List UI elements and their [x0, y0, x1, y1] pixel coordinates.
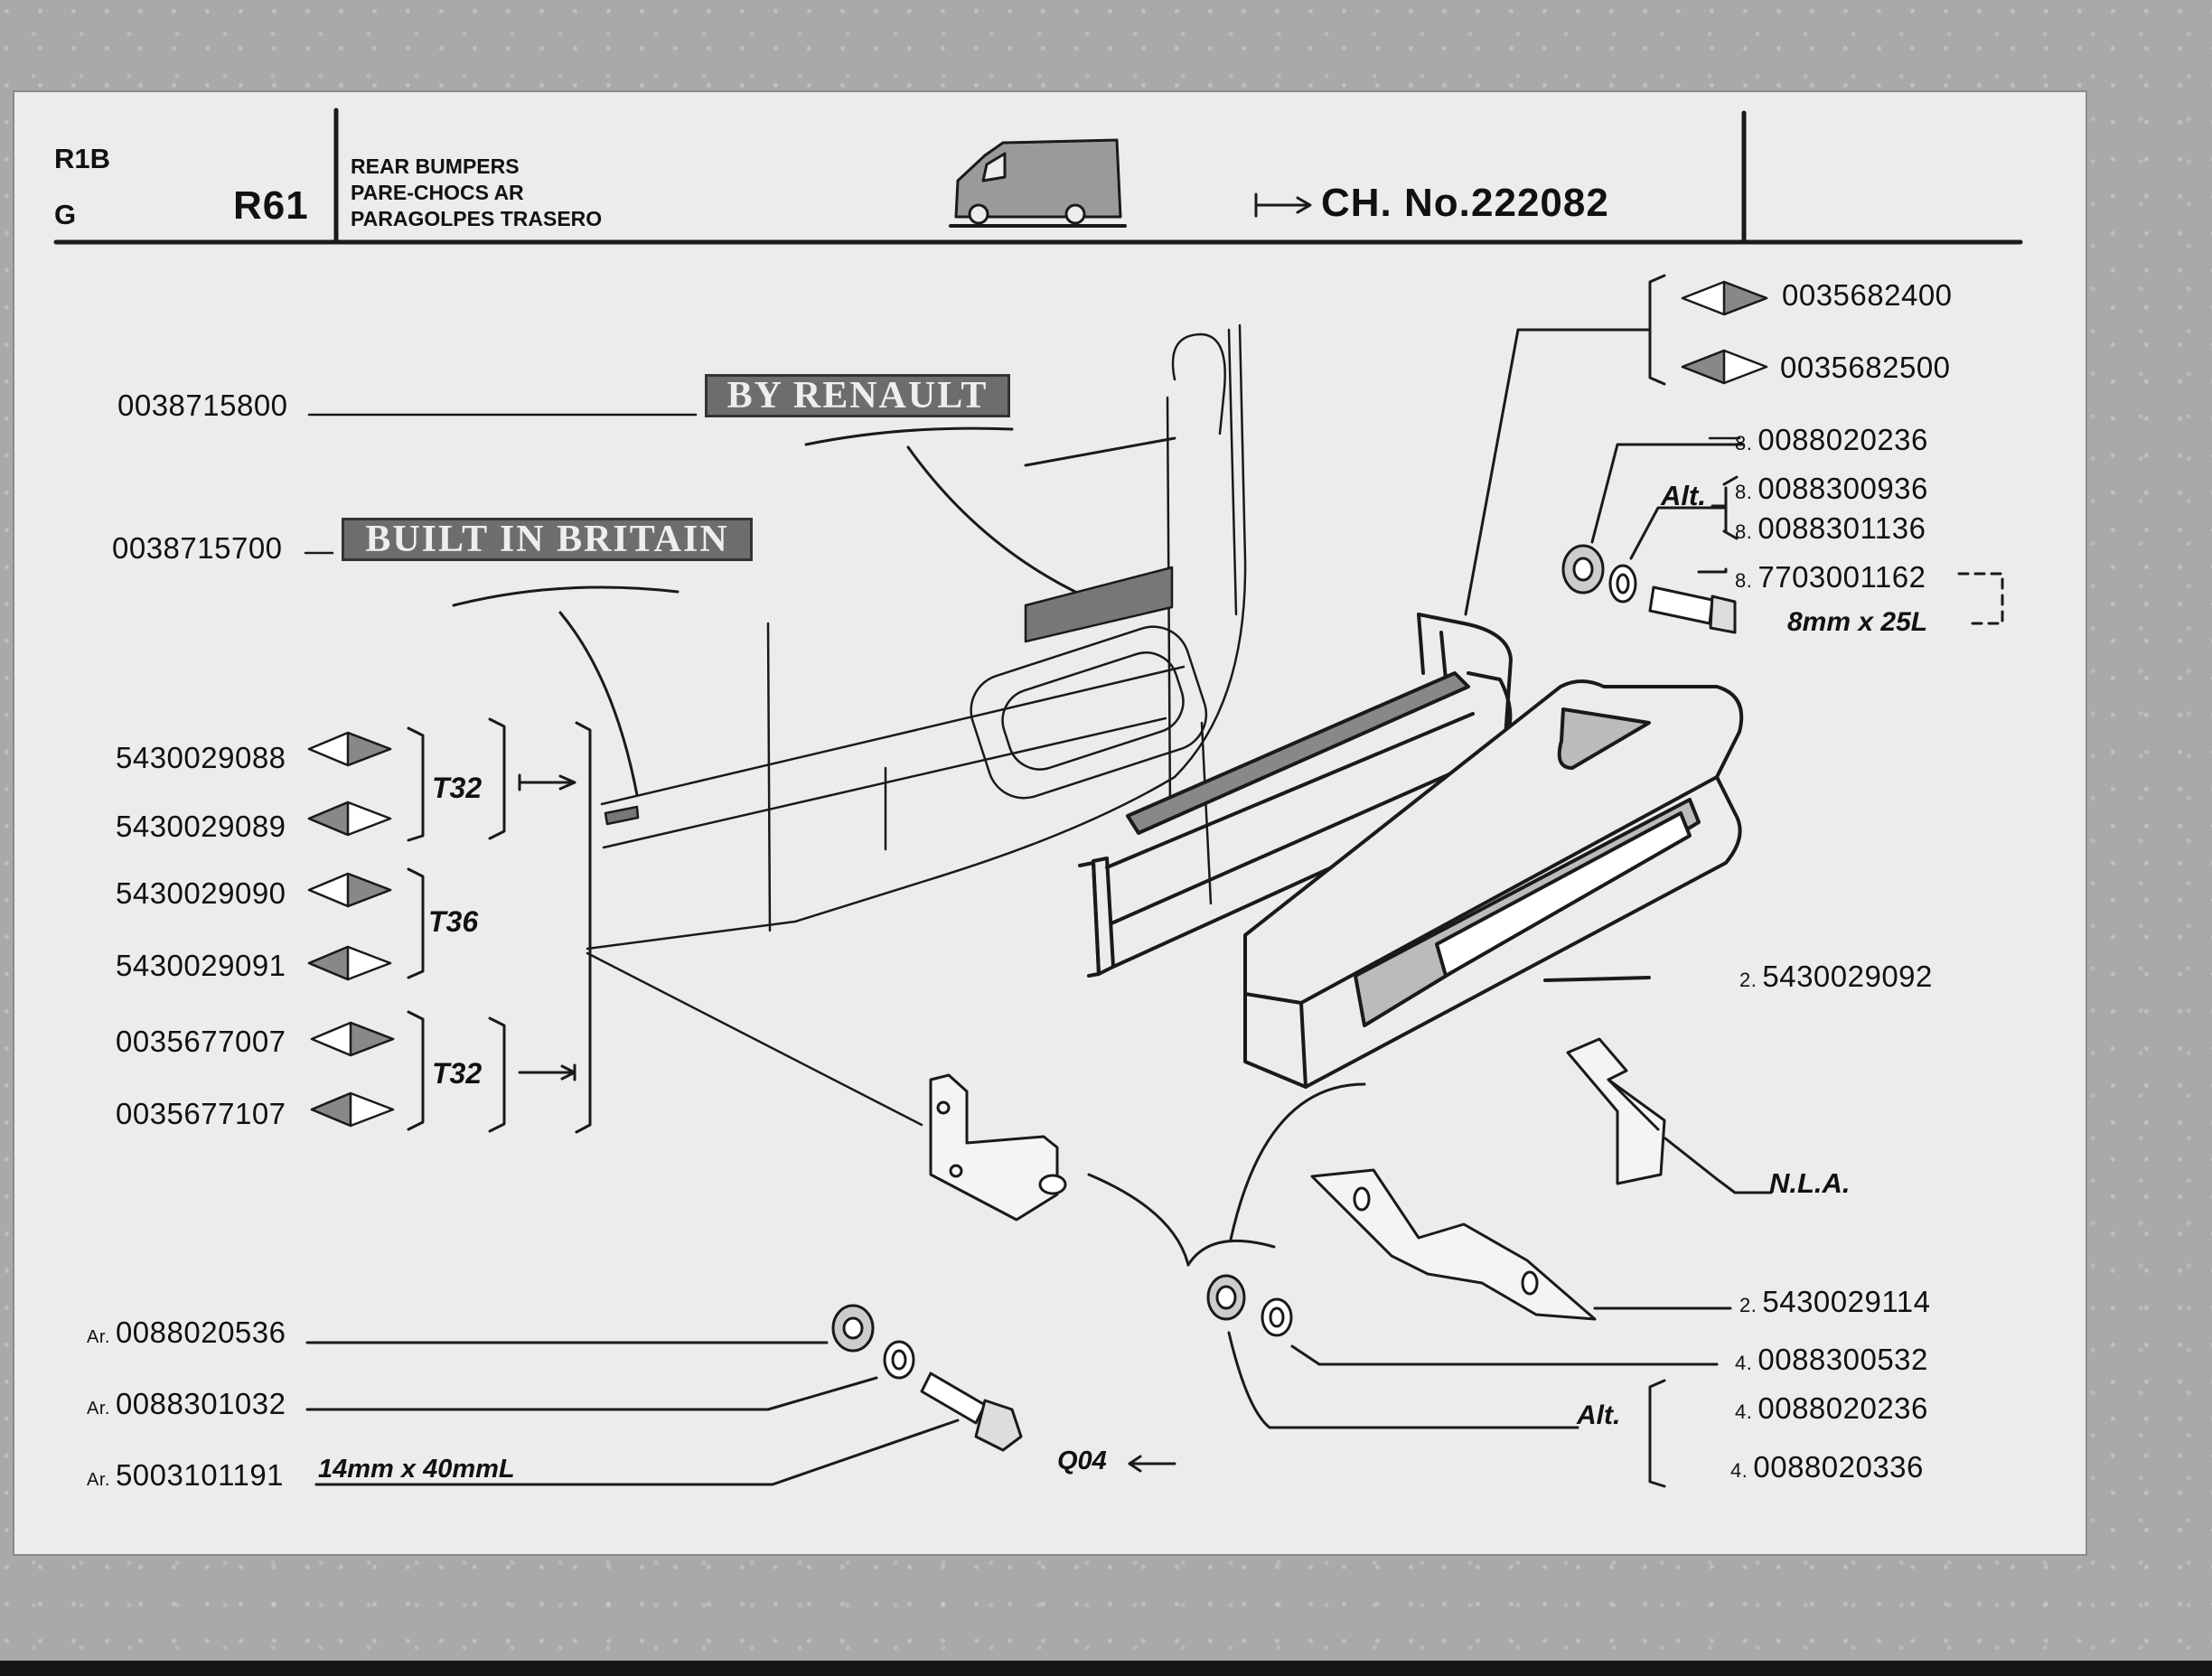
- right-alt-label: Alt.: [1577, 1400, 1621, 1430]
- lower-brackets: [1310, 1037, 1773, 1321]
- bottom-nut-row: Ar.0088020536: [87, 1316, 286, 1349]
- light-part-4: 5430029091: [116, 949, 286, 982]
- top-fasteners: [1561, 544, 1737, 634]
- version-code: G: [54, 199, 77, 230]
- bottom-bolt-size: 14mm x 40mmL: [318, 1455, 515, 1484]
- britain-badge-part: 0038715700: [112, 531, 283, 565]
- bumper-row: 2.5430029092: [1739, 960, 1933, 993]
- renault-badge-part: 0038715800: [117, 389, 288, 422]
- section-code: R61: [233, 183, 309, 228]
- leader-lines: [304, 413, 923, 1127]
- nut2-row: 4.0088020336: [1730, 1450, 1924, 1484]
- renault-badge: BY RENAULT: [705, 374, 1010, 417]
- top-washer2-row: 8.0088301136: [1735, 511, 1926, 545]
- group-t36-label: T36: [428, 905, 479, 938]
- top-bolt-row: 8.7703001162: [1735, 560, 1926, 594]
- bottom-left-fasteners: [305, 1304, 1176, 1486]
- bottom-bolt-row: Ar.5003101191: [87, 1458, 285, 1492]
- washer-row: 4.0088300532: [1735, 1343, 1928, 1376]
- title-en: REAR BUMPERS: [351, 154, 520, 178]
- group-t32b-label: T32: [432, 1057, 483, 1090]
- top-nut-row: 8.0088020236: [1735, 423, 1928, 456]
- chassis-label: CH. No.: [1321, 181, 1471, 225]
- title-es: PARAGOLPES TRASERO: [351, 207, 603, 230]
- britain-badge: BUILT IN BRITAIN: [342, 518, 753, 561]
- light-part-5: 0035677007: [116, 1025, 286, 1058]
- lamp-left-part: 0035682500: [1780, 351, 1951, 384]
- title-fr: PARE-CHOCS AR: [351, 181, 524, 204]
- lower-right-fasteners: [1186, 1082, 1719, 1488]
- badge-leaders: [452, 426, 1077, 797]
- scan-border: [0, 1661, 2212, 1676]
- nla-label: N.L.A.: [1769, 1167, 1851, 1199]
- light-part-6: 0035677107: [116, 1097, 286, 1130]
- light-group-brackets: [407, 717, 592, 1134]
- top-alt-label: Alt.: [1661, 480, 1706, 511]
- ref-code: Q04: [1057, 1447, 1107, 1475]
- group-t32-label: T32: [432, 772, 483, 804]
- top-bolt-size: 8mm x 25L: [1787, 607, 1928, 637]
- bumper-body: [1243, 679, 1744, 1089]
- top-washer1-row: 8.0088300936: [1735, 472, 1928, 505]
- top-right-bracket: [1464, 274, 2004, 625]
- van-icon: [949, 138, 1127, 228]
- lens-icons: [307, 280, 1768, 1128]
- bracket-row: 2.5430029114: [1739, 1285, 1931, 1318]
- light-part-3: 5430029090: [116, 876, 286, 910]
- light-part-2: 5430029089: [116, 810, 286, 843]
- vehicle-rear-outline: [586, 323, 1247, 950]
- header-rules: [53, 108, 2023, 245]
- lamp-right-part: 0035682400: [1782, 278, 1953, 312]
- nut1-row: 4.0088020236: [1735, 1391, 1928, 1425]
- chassis-number: 222082: [1471, 181, 1609, 225]
- mounting-bracket: [929, 1073, 1190, 1267]
- light-part-1: 5430029088: [116, 741, 286, 774]
- chassis-arrow-icon: [1254, 192, 1312, 218]
- model-code: R1B: [54, 143, 111, 174]
- bottom-washer-row: Ar.0088301032: [87, 1387, 286, 1420]
